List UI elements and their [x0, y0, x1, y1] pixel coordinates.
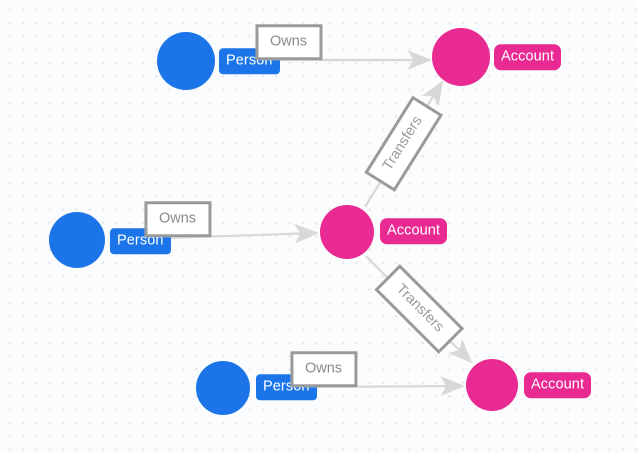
edge-label-owns[interactable]: Owns — [254, 24, 323, 60]
node-label-account[interactable]: Account — [380, 218, 448, 244]
node-person[interactable] — [49, 212, 105, 268]
node-account[interactable] — [432, 28, 490, 86]
node-account[interactable] — [320, 205, 374, 259]
edge-label-owns[interactable]: Owns — [143, 201, 212, 237]
edge-label-owns[interactable]: Owns — [289, 351, 358, 387]
edge-label-transfers[interactable]: Transfers — [374, 264, 464, 354]
node-person[interactable] — [157, 32, 215, 90]
node-account[interactable] — [466, 359, 518, 411]
node-label-account[interactable]: Account — [524, 372, 592, 398]
node-label-account[interactable]: Account — [494, 44, 562, 70]
edge-label-transfers[interactable]: Transfers — [363, 95, 442, 192]
node-person[interactable] — [196, 361, 250, 415]
